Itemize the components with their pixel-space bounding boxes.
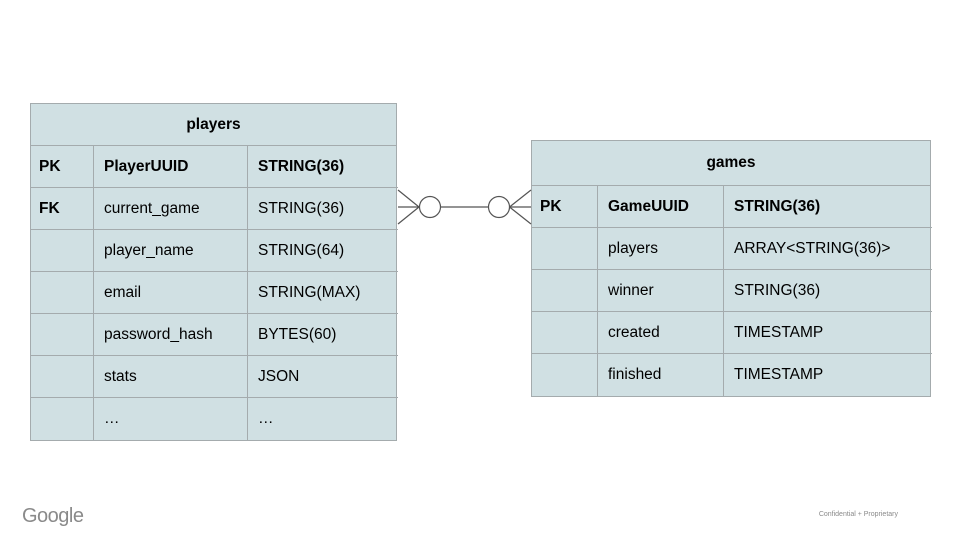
key-cell: PK [532, 186, 598, 228]
field-name-cell: created [598, 312, 724, 354]
field-type-cell: STRING(36) [724, 270, 932, 312]
field-type-cell: TIMESTAMP [724, 312, 932, 354]
field-name-cell: email [94, 272, 248, 314]
key-cell [31, 398, 94, 440]
key-cell [31, 272, 94, 314]
field-type-cell: STRING(64) [248, 230, 398, 272]
field-type-cell: STRING(MAX) [248, 272, 398, 314]
key-cell [532, 270, 598, 312]
field-name-cell: GameUUID [598, 186, 724, 228]
field-type-cell: STRING(36) [248, 188, 398, 230]
field-name-cell: stats [94, 356, 248, 398]
key-cell [532, 312, 598, 354]
field-name-cell: players [598, 228, 724, 270]
games-table-title: games [532, 141, 930, 186]
field-name-cell: password_hash [94, 314, 248, 356]
key-cell [31, 230, 94, 272]
field-name-cell: finished [598, 354, 724, 396]
field-name-cell: current_game [94, 188, 248, 230]
key-cell: PK [31, 146, 94, 188]
field-type-cell: … [258, 410, 274, 427]
key-cell [532, 354, 598, 396]
field-name-cell: player_name [94, 230, 248, 272]
field-type-cell: ARRAY<STRING(36)> [724, 228, 932, 270]
field-type-cell: BYTES(60) [248, 314, 398, 356]
key-cell: FK [31, 188, 94, 230]
field-type-cell: TIMESTAMP [734, 366, 824, 383]
field-name-cell: PlayerUUID [94, 146, 248, 188]
key-cell [31, 356, 94, 398]
key-cell [31, 314, 94, 356]
field-name-cell: … [94, 398, 248, 440]
confidential-footnote: Confidential + Proprietary [818, 511, 898, 518]
field-type-cell: STRING(36) [248, 146, 398, 188]
field-name-cell: winner [598, 270, 724, 312]
field-type-cell: STRING(36) [724, 186, 932, 228]
google-logo: Google [22, 505, 84, 527]
players-table-title: players [31, 104, 396, 146]
key-cell [532, 228, 598, 270]
field-type-cell: JSON [248, 356, 398, 398]
